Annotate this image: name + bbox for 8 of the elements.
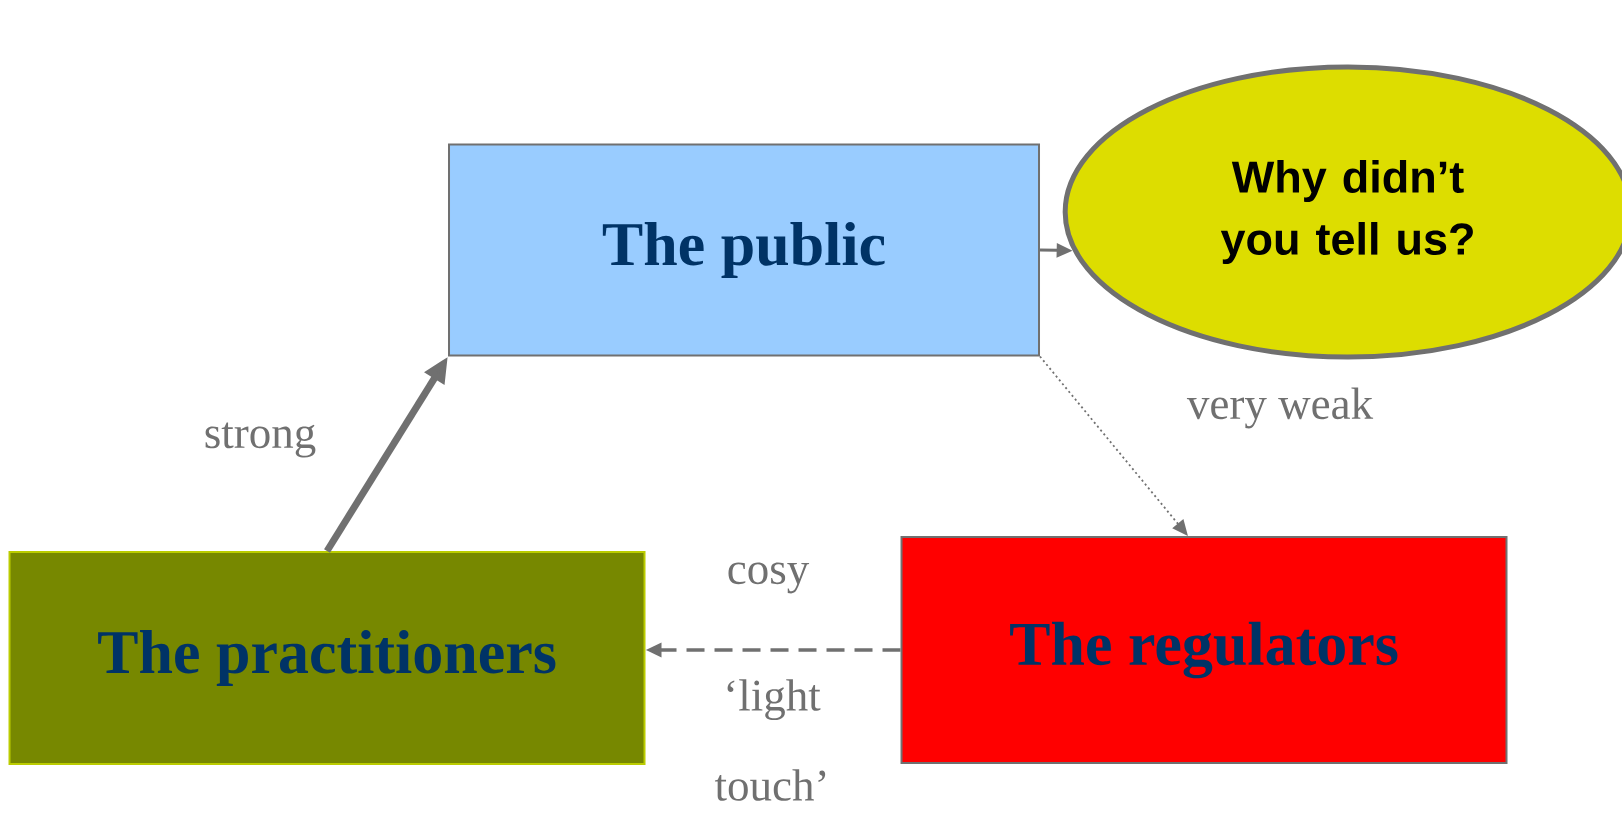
- practitioners-box: The practitioners: [8, 551, 646, 765]
- edge-label: very weak: [1186, 387, 1374, 429]
- arrow: [1039, 355, 1188, 536]
- label-text: ‘light touch’: [714, 679, 826, 801]
- edge-label: cosy: [728, 562, 810, 594]
- public-box: The public: [448, 143, 1040, 357]
- edge-label: strong: [205, 422, 316, 458]
- regulators-box: The regulators: [900, 536, 1508, 764]
